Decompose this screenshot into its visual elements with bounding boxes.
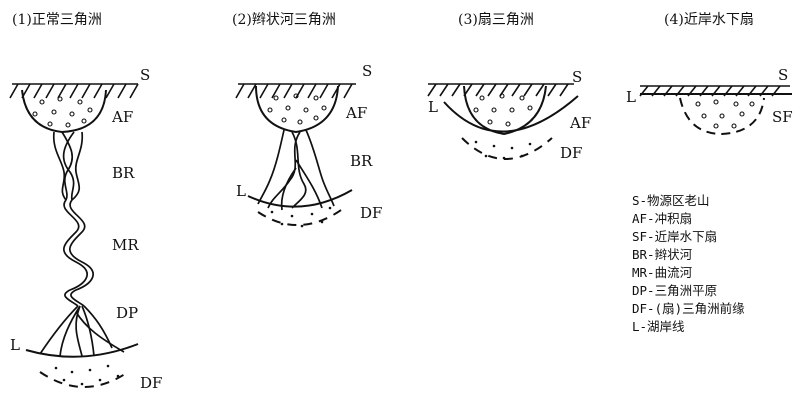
label-br: BR <box>350 152 373 170</box>
source-area-hatch <box>9 83 139 99</box>
label-s: S <box>572 68 582 86</box>
legend-item: AF-冲积扇 <box>632 211 692 226</box>
label-df: DF <box>360 204 382 222</box>
label-dp: DP <box>116 304 138 322</box>
label-af: AF <box>345 104 367 122</box>
label-l: L <box>428 98 438 116</box>
alluvial-fan <box>255 85 339 134</box>
alluvial-fan <box>463 85 547 136</box>
legend-item: DP-三角洲平原 <box>632 283 717 298</box>
lake-shoreline <box>443 95 579 133</box>
label-af: AF <box>111 108 133 126</box>
braided-river <box>257 129 335 211</box>
delta-front <box>257 206 345 228</box>
label-df: DF <box>560 144 582 162</box>
label-l: L <box>626 88 636 106</box>
label-mr: MR <box>112 236 139 254</box>
delta-front <box>39 364 129 388</box>
panel-1-title: (1)正常三角洲 <box>12 12 102 28</box>
panel-4-title: (4)近岸水下扇 <box>664 12 754 28</box>
panel-fan-delta: (3)扇三角洲 S L AF DF <box>427 12 591 162</box>
panel-2-title: (2)辫状河三角洲 <box>232 12 336 28</box>
label-df: DF <box>140 374 162 392</box>
meandering-river <box>63 199 94 307</box>
label-s: S <box>140 66 150 84</box>
legend: S-物源区老山 AF-冲积扇 SF-近岸水下扇 BR-辫状河 MR-曲流河 DP… <box>632 193 745 334</box>
panel-normal-delta: (1)正常三角洲 <box>9 12 162 392</box>
lake-shoreline <box>25 343 139 358</box>
source-area-hatch <box>639 85 790 97</box>
panel-nearshore-fan: (4)近岸水下扇 L S SF <box>626 12 793 136</box>
label-s: S <box>778 66 788 84</box>
source-area-hatch <box>427 83 574 97</box>
legend-item: MR-曲流河 <box>632 265 693 280</box>
nearshore-subaqueous-fan <box>679 97 765 136</box>
legend-item: S-物源区老山 <box>632 193 710 208</box>
legend-item: SF-近岸水下扇 <box>632 229 717 244</box>
label-l: L <box>236 182 246 200</box>
panel-braided-delta: (2)辫状河三角洲 <box>232 12 382 228</box>
braided-river <box>52 131 84 201</box>
label-l: L <box>10 336 20 354</box>
label-br: BR <box>112 164 135 182</box>
label-sf: SF <box>772 108 793 126</box>
lake-shoreline <box>247 189 353 208</box>
legend-item: DF-(扇)三角洲前缘 <box>632 301 745 316</box>
legend-item: L-湖岸线 <box>632 319 685 334</box>
delta-plain-distributaries <box>39 305 125 357</box>
legend-item: BR-辫状河 <box>632 247 693 262</box>
panel-3-title: (3)扇三角洲 <box>458 12 534 28</box>
label-af: AF <box>569 114 591 132</box>
label-s: S <box>362 62 372 80</box>
source-area-hatch <box>235 83 356 99</box>
fan-delta-front <box>461 137 553 160</box>
